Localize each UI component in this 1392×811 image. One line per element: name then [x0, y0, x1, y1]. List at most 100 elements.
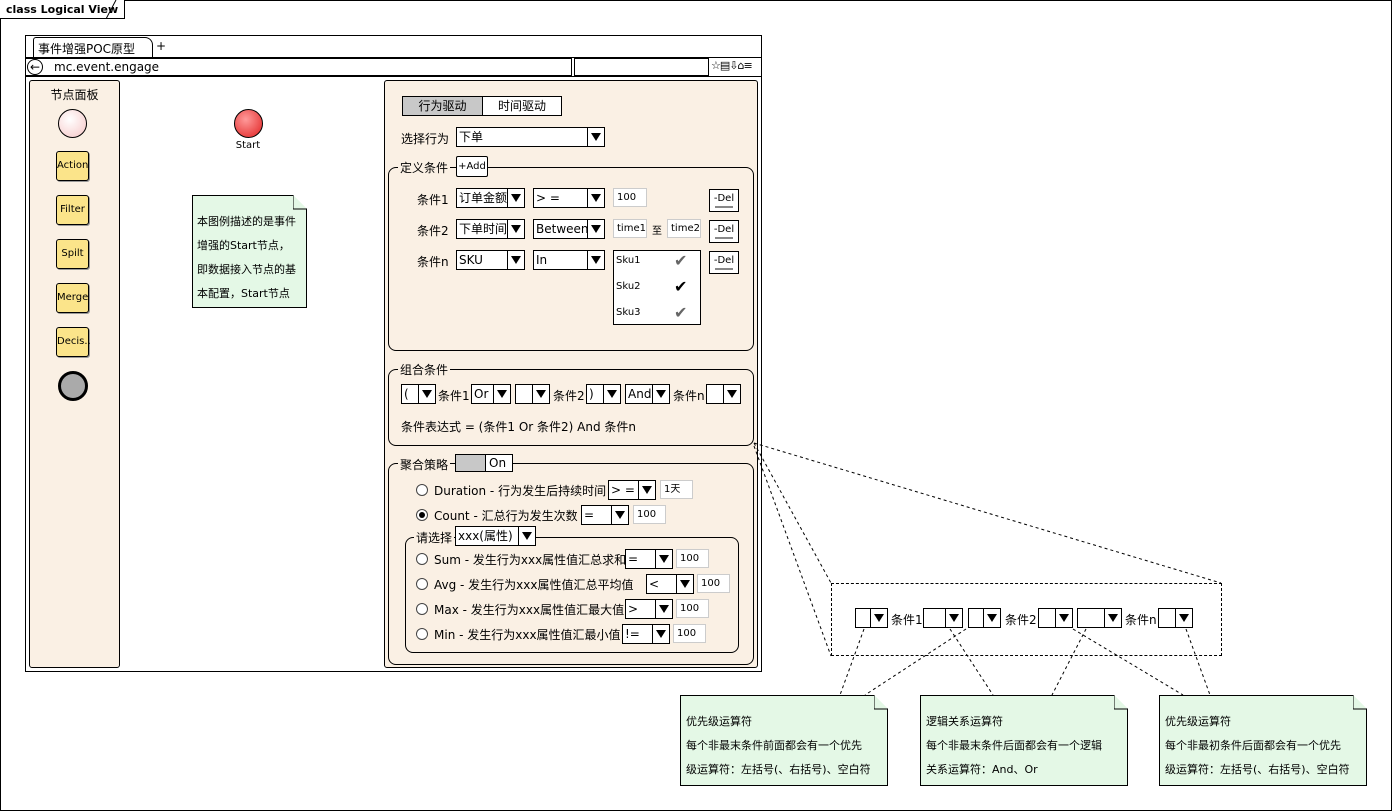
chevron-down-icon [638, 481, 655, 499]
combine-conditions-group [388, 369, 754, 446]
condition-op-value: In [536, 253, 548, 267]
zoom-paren-dropdown[interactable] [968, 608, 1001, 628]
avg-op-dropdown[interactable]: < [646, 574, 694, 594]
combine-condition-label: 条件n [673, 389, 705, 403]
toolbar-icons[interactable]: ☆▤⇩⌂≡ [711, 59, 753, 72]
paren-dropdown[interactable] [515, 384, 550, 404]
condition-op-value: > = [536, 191, 560, 205]
time-end-input[interactable]: time2 [667, 219, 701, 238]
chevron-down-icon [603, 385, 620, 403]
chevron-down-icon [655, 550, 672, 568]
palette-end-node-icon[interactable] [58, 371, 88, 401]
chevron-down-icon [652, 625, 669, 643]
sku-multiselect[interactable]: Sku1 ✔ Sku2 ✔ Sku3 ✔ [613, 250, 701, 325]
search-input[interactable] [574, 58, 709, 76]
max-value-input[interactable]: 100 [676, 599, 709, 618]
attribute-value: xxx(属性) [458, 529, 513, 543]
chevron-down-icon [587, 251, 604, 269]
delete-condition-button[interactable]: -Del [709, 251, 739, 274]
zoom-logic-dropdown[interactable] [1077, 608, 1122, 628]
condition-op-dropdown[interactable]: In [533, 250, 605, 270]
url-bar[interactable]: mc.event.engage [25, 58, 572, 76]
duration-value-input[interactable]: 1天 [660, 480, 693, 499]
select-action-value: 下单 [459, 130, 484, 144]
palette-start-node-icon[interactable] [58, 109, 87, 138]
multiselect-item[interactable]: Sku3 [616, 307, 641, 318]
min-radio[interactable] [416, 628, 428, 640]
tab-behavior-driven[interactable]: 行为驱动 [402, 96, 483, 116]
max-op-dropdown[interactable]: > [625, 599, 673, 619]
duration-op-dropdown[interactable]: > = [608, 480, 656, 500]
count-radio[interactable] [416, 509, 428, 521]
chevron-down-icon [723, 385, 740, 403]
zoom-paren-dropdown[interactable] [1038, 608, 1073, 628]
paren-close-value: ) [589, 387, 594, 401]
condition-field-dropdown[interactable]: 订单金额 [456, 188, 525, 208]
paren-open-value: ( [404, 387, 409, 401]
condition-field-dropdown[interactable]: 下单时间 [456, 219, 525, 239]
condition-op-dropdown[interactable]: Between [533, 219, 605, 239]
note-line: 级运算符：左括号(、右括号)、空白符 [686, 763, 871, 776]
add-condition-button[interactable]: +Add [456, 156, 488, 177]
multiselect-item[interactable]: Sku2 [616, 281, 641, 292]
attribute-aggregate-group [405, 537, 739, 653]
min-op-dropdown[interactable]: != [622, 624, 670, 644]
min-value-input[interactable]: 100 [673, 624, 706, 643]
sum-op-dropdown[interactable]: = [625, 549, 673, 569]
palette-filter-button[interactable]: Filter [56, 195, 89, 225]
time-start-input[interactable]: time1 [613, 219, 647, 238]
new-tab-button[interactable]: + [156, 39, 167, 53]
select-action-dropdown[interactable]: 下单 [456, 127, 605, 147]
sum-value-input[interactable]: 100 [676, 549, 709, 568]
note-line: 级运算符：左括号(、右括号)、空白符 [1165, 763, 1350, 776]
combine-condition-label: 条件2 [553, 389, 585, 403]
browser-tab[interactable]: 事件增强POC原型 [33, 37, 153, 57]
chevron-down-icon [518, 527, 535, 545]
paren-close-dropdown[interactable]: ) [586, 384, 621, 404]
condition-label: 条件n [417, 255, 449, 269]
count-value-input[interactable]: 100 [633, 505, 666, 524]
condition-value-input[interactable]: 100 [613, 188, 647, 207]
palette-decision-button[interactable]: Decis.. [56, 327, 91, 357]
duration-radio[interactable] [416, 484, 428, 496]
condition-field-dropdown[interactable]: SKU [456, 250, 525, 270]
paren-open-dropdown[interactable]: ( [401, 384, 436, 404]
toggle-knob [456, 455, 486, 471]
start-node-icon[interactable] [234, 109, 263, 138]
palette-split-button[interactable]: Spilt [56, 239, 89, 269]
aggregate-toggle[interactable]: On [455, 454, 513, 472]
zoom-paren-dropdown[interactable] [855, 608, 888, 628]
zoom-paren-dropdown[interactable] [1158, 608, 1193, 628]
zoomed-combine-row [831, 583, 1222, 656]
condition-op-dropdown[interactable]: > = [533, 188, 605, 208]
avg-radio[interactable] [416, 578, 428, 590]
multiselect-item[interactable]: Sku1 [616, 255, 641, 266]
chevron-down-icon [493, 385, 510, 403]
avg-value-input[interactable]: 100 [697, 574, 730, 593]
count-op-dropdown[interactable]: = [581, 505, 629, 525]
duration-op-value: > = [611, 483, 635, 497]
zoom-logic-dropdown[interactable] [923, 608, 963, 628]
attribute-dropdown[interactable]: xxx(属性) [455, 526, 536, 546]
back-arrow-icon[interactable]: ← [27, 59, 43, 75]
max-radio[interactable] [416, 603, 428, 615]
delete-condition-button[interactable]: -Del [709, 189, 739, 212]
delete-condition-button[interactable]: -Del [709, 220, 739, 243]
palette-merge-button[interactable]: Merge [56, 283, 89, 313]
logic-op-value: And [628, 387, 652, 401]
chevron-down-icon [676, 575, 693, 593]
avg-label: Avg - 发生行为xxx属性值汇总平均值 [434, 578, 634, 592]
toggle-value: On [489, 456, 507, 470]
logic-op-dropdown[interactable]: Or [471, 384, 511, 404]
note-fold-icon [874, 695, 888, 710]
tab-time-driven[interactable]: 时间驱动 [482, 96, 562, 116]
sum-radio[interactable] [416, 553, 428, 565]
palette-action-button[interactable]: Action [56, 151, 89, 181]
paren-dropdown[interactable] [706, 384, 741, 404]
between-separator: 至 [652, 226, 662, 237]
frame-tag-corner [106, 0, 117, 19]
define-conditions-title: 定义条件 [398, 159, 451, 176]
logic-op-dropdown[interactable]: And [625, 384, 670, 404]
note-fold-icon [293, 195, 307, 210]
